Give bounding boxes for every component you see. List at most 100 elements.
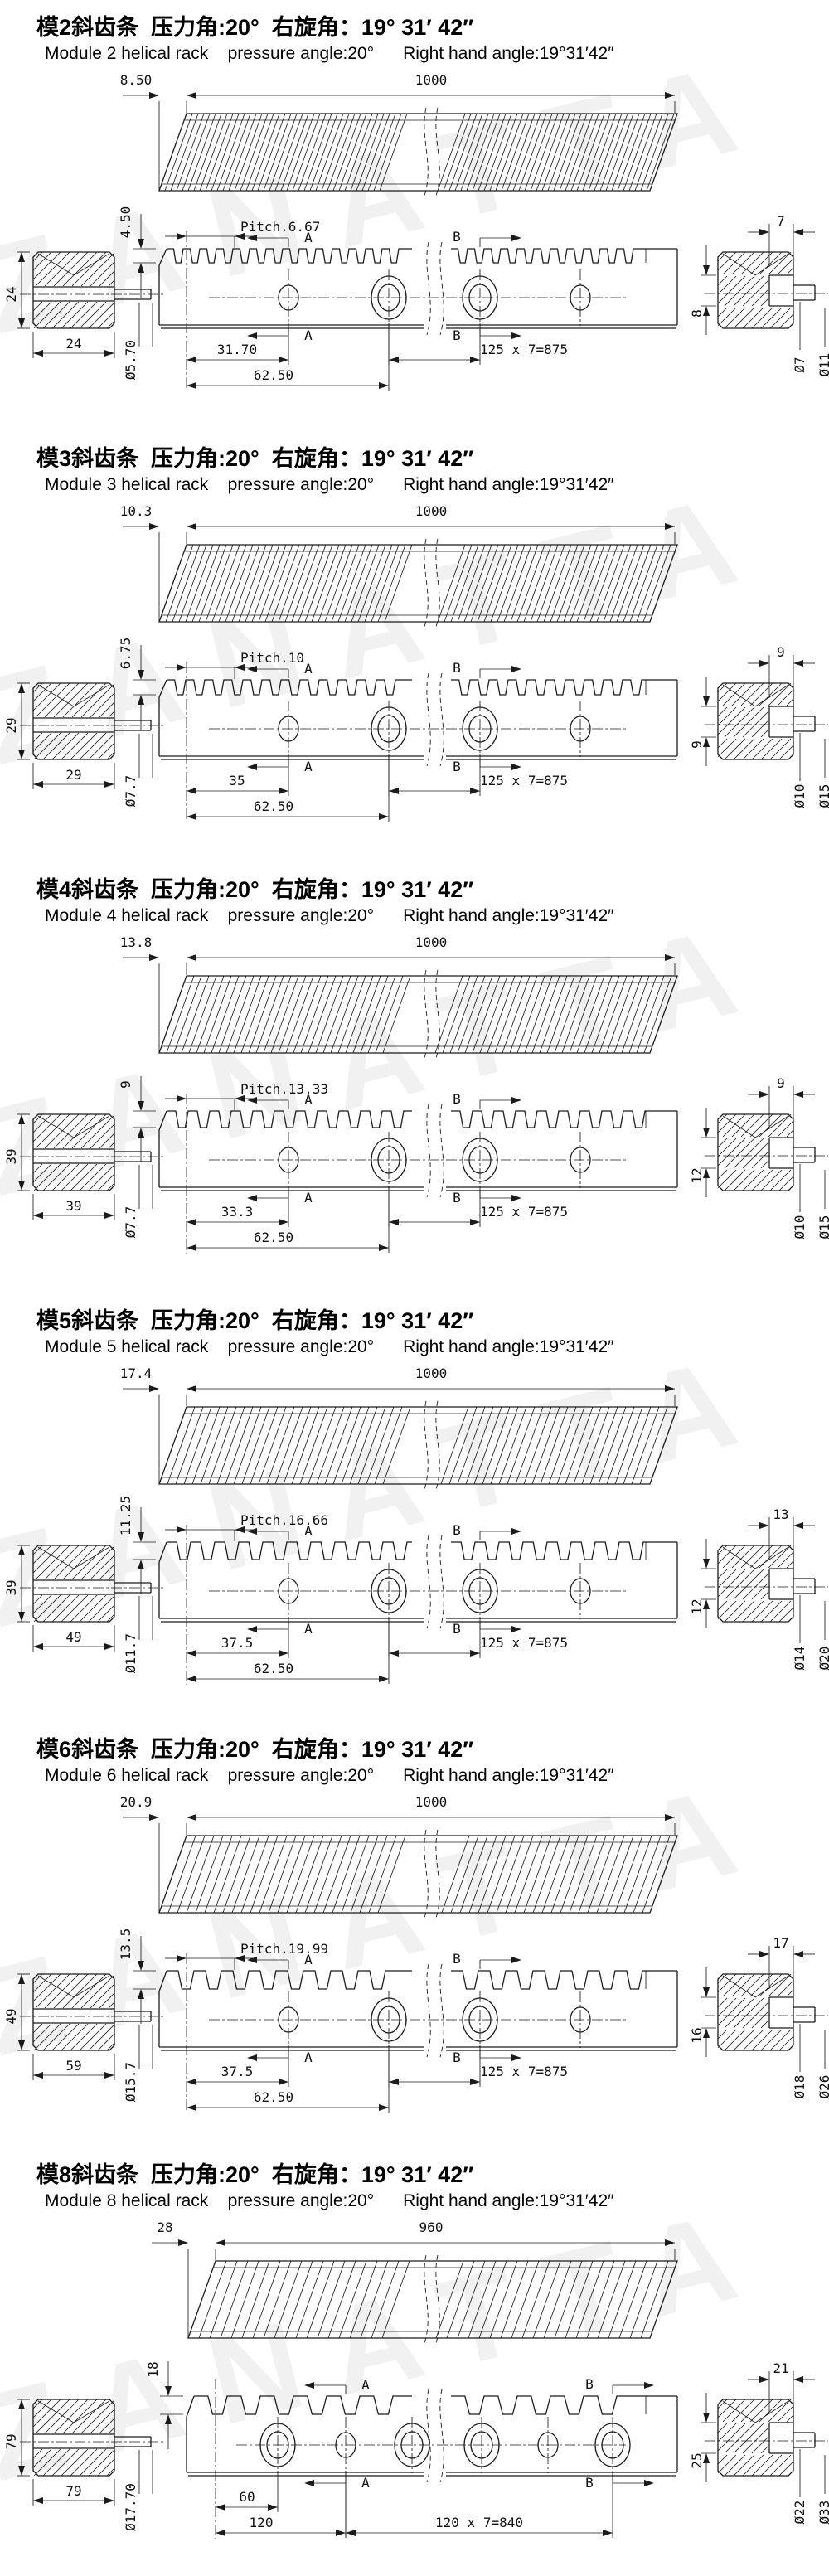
left-bore-dim: Ø5.70 [123, 340, 138, 380]
section-a-label-bottom: A [361, 2475, 370, 2491]
module-title-en: Module 2 helical rack pressure angle:20°… [45, 44, 614, 63]
right-bore-outer-dim: Ø15 [817, 1215, 829, 1239]
right-end-view: 9 12 Ø10 Ø15 [689, 1075, 829, 1239]
second-hole-dim: 120 [250, 2515, 274, 2530]
left-bore-dim: Ø15.7 [123, 2062, 138, 2102]
technical-drawing: 17.4 1000 Pitch.16.66 11.25 A A B B 37.5… [3, 1366, 829, 1685]
left-end-hatch [32, 1973, 115, 2051]
left-bore-dim: Ø7.7 [123, 1206, 138, 1239]
right-bore-outer-dim: Ø15 [817, 784, 829, 808]
section-b-label-top: B [453, 1091, 461, 1107]
module-title-en: Module 6 helical rack pressure angle:20°… [45, 1766, 614, 1785]
second-hole-dim: 62.50 [254, 367, 293, 383]
right-height-dim: 12 [689, 1598, 705, 1614]
right-bore-inner-dim: Ø18 [792, 2075, 807, 2099]
module-titles: 模2斜齿条 压力角:20° 右旋角：19° 31′ 42″ Module 2 h… [0, 0, 829, 66]
first-hole-dim: 33.3 [221, 1204, 254, 1220]
left-end-hatch [32, 251, 115, 329]
left-end-view: 29 29 Ø7.7 [3, 682, 164, 807]
left-end-view: 39 49 Ø11.7 [3, 1545, 164, 1673]
module-title-cn: 模3斜齿条 压力角:20° 右旋角：19° 31′ 42″ [36, 446, 474, 471]
rack-top-view [152, 2239, 678, 2344]
module-title-en: Module 4 helical rack pressure angle:20°… [45, 906, 614, 925]
top-length-dim: 1000 [415, 72, 448, 88]
top-length-dim: 1000 [415, 1794, 448, 1810]
right-end-chamfer [722, 253, 789, 276]
right-width-dim: 13 [773, 1506, 788, 1522]
rack-side-view [133, 1936, 678, 2113]
rack-side-view [160, 2361, 678, 2539]
module-title-cn: 模6斜齿条 压力角:20° 右旋角：19° 31′ 42″ [36, 1737, 474, 1762]
section-a-label-bottom: A [304, 327, 313, 343]
section-b-label-top: B [453, 660, 461, 676]
left-height-dim: 39 [3, 1148, 19, 1164]
section-b-label-bottom: B [453, 759, 461, 774]
tooth-height-dim: 11.25 [118, 1496, 133, 1535]
right-end-hatch [717, 1973, 794, 2051]
module-section: ZANATTA 模2斜齿条 压力角:20° 右旋角：19° 31′ 42″ Mo… [0, 0, 829, 431]
left-end-hatch [32, 2399, 115, 2477]
hole-spacing-dim: 125 x 7=875 [480, 1204, 568, 1220]
left-height-dim: 29 [3, 717, 19, 733]
section-b-label-bottom: B [585, 2475, 594, 2491]
module-title-cn: 模5斜齿条 压力角:20° 右旋角：19° 31′ 42″ [36, 1308, 474, 1333]
module-titles: 模8斜齿条 压力角:20° 右旋角：19° 31′ 42″ Module 8 h… [0, 2147, 829, 2214]
hole-spacing-dim: 125 x 7=875 [480, 342, 568, 357]
rack-top-view [123, 92, 678, 196]
left-height-dim: 24 [3, 286, 19, 302]
module-title-cn: 模2斜齿条 压力角:20° 右旋角：19° 31′ 42″ [36, 15, 474, 40]
first-hole-dim: 60 [239, 2489, 255, 2505]
rack-top-view [123, 1385, 678, 1490]
left-width-dim: 29 [65, 767, 81, 783]
tooth-height-dim: 13.5 [118, 1928, 133, 1961]
second-hole-dim: 62.50 [254, 2089, 293, 2105]
module-title-en: Module 3 helical rack pressure angle:20°… [45, 475, 614, 494]
top-length-dim: 1000 [415, 934, 448, 950]
right-end-view: 7 8 Ø7 Ø11 [689, 213, 829, 376]
right-height-dim: 25 [689, 2452, 705, 2468]
technical-drawing: 8.50 1000 Pitch.6.67 4.50 A A B B 31.70 … [3, 72, 829, 391]
section-a-label-top: A [304, 230, 313, 245]
module-titles: 模5斜齿条 压力角:20° 右旋角：19° 31′ 42″ Module 5 h… [0, 1293, 829, 1360]
right-end-hatch [717, 251, 794, 329]
section-a-label-top: A [304, 1952, 313, 1967]
second-hole-dim: 62.50 [254, 798, 293, 814]
left-bore-dim: Ø17.70 [123, 2483, 138, 2531]
left-end-view: 39 39 Ø7.7 [3, 1113, 164, 1239]
technical-drawing: 13.8 1000 Pitch.13.33 9 A A B B 33.3 62.… [3, 934, 829, 1254]
right-width-dim: 17 [773, 1935, 788, 1951]
section-b-label-top: B [585, 2376, 594, 2392]
right-bore-inner-dim: Ø22 [792, 2501, 807, 2525]
right-width-dim: 21 [773, 2360, 788, 2376]
hole-spacing-dim: 120 x 7=840 [435, 2515, 523, 2530]
right-bore-outer-dim: Ø20 [817, 1647, 829, 1671]
rack-side-view [133, 1076, 678, 1254]
right-end-view: 21 25 Ø22 Ø33 [689, 2360, 829, 2524]
top-offset-dim: 20.9 [120, 1794, 153, 1810]
hole-spacing-dim: 125 x 7=875 [480, 1635, 568, 1651]
section-a-label-top: A [304, 1523, 313, 1539]
right-width-dim: 9 [777, 1075, 785, 1091]
module-titles: 模3斜齿条 压力角:20° 右旋角：19° 31′ 42″ Module 3 h… [0, 431, 829, 497]
right-height-dim: 8 [689, 309, 705, 318]
technical-drawing: 10.3 1000 Pitch.10 6.75 A A B B 35 62.50… [3, 503, 829, 822]
right-end-hatch [717, 1113, 794, 1191]
rack-top-view [123, 523, 678, 628]
tooth-height-dim: 18 [145, 2361, 161, 2377]
left-width-dim: 79 [65, 2483, 81, 2499]
section-b-label-bottom: B [453, 1621, 461, 1637]
rack-top-view [123, 1814, 678, 1919]
right-end-hatch [717, 682, 794, 760]
right-end-view: 17 16 Ø18 Ø26 [689, 1935, 829, 2098]
rack-top-view [123, 954, 678, 1059]
left-end-hatch [32, 1545, 115, 1623]
section-a-label-bottom: A [304, 2050, 313, 2065]
top-length-dim: 1000 [415, 503, 448, 519]
top-length-dim: 960 [419, 2219, 444, 2235]
hole-spacing-dim: 125 x 7=875 [480, 773, 568, 788]
hole-spacing-dim: 125 x 7=875 [480, 2064, 568, 2079]
second-hole-dim: 62.50 [254, 1230, 293, 1245]
module-section: ZANATTA 模4斜齿条 压力角:20° 右旋角：19° 31′ 42″ Mo… [0, 862, 829, 1293]
technical-drawing: 20.9 1000 Pitch.19.99 13.5 A A B B 37.5 … [3, 1794, 829, 2113]
